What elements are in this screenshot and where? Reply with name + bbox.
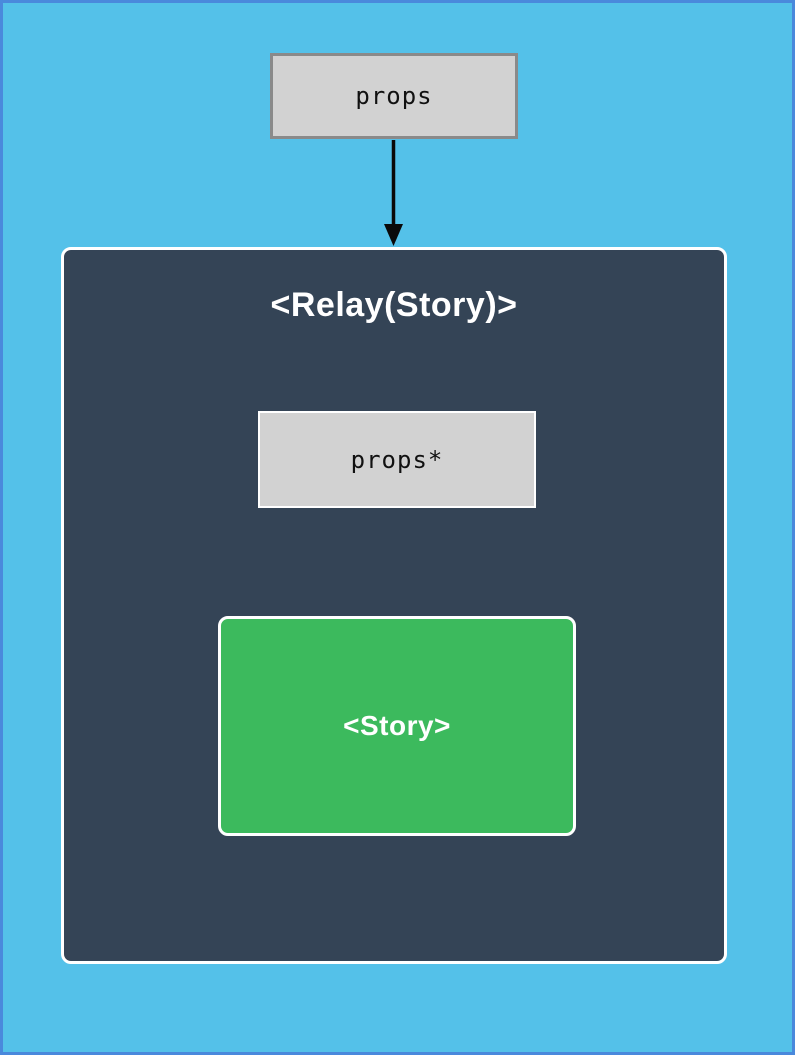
props-label: props: [355, 82, 433, 110]
story-box: <Story>: [218, 616, 576, 836]
relay-title: <Relay(Story)>: [270, 286, 518, 324]
props-star-box: props*: [258, 411, 536, 508]
story-label: <Story>: [343, 710, 451, 741]
black-down-arrow-icon: [384, 140, 403, 246]
relay-container: <Relay(Story)> props* <Story>: [61, 247, 727, 964]
props-star-label: props*: [350, 445, 444, 474]
props-box: props: [270, 53, 518, 139]
